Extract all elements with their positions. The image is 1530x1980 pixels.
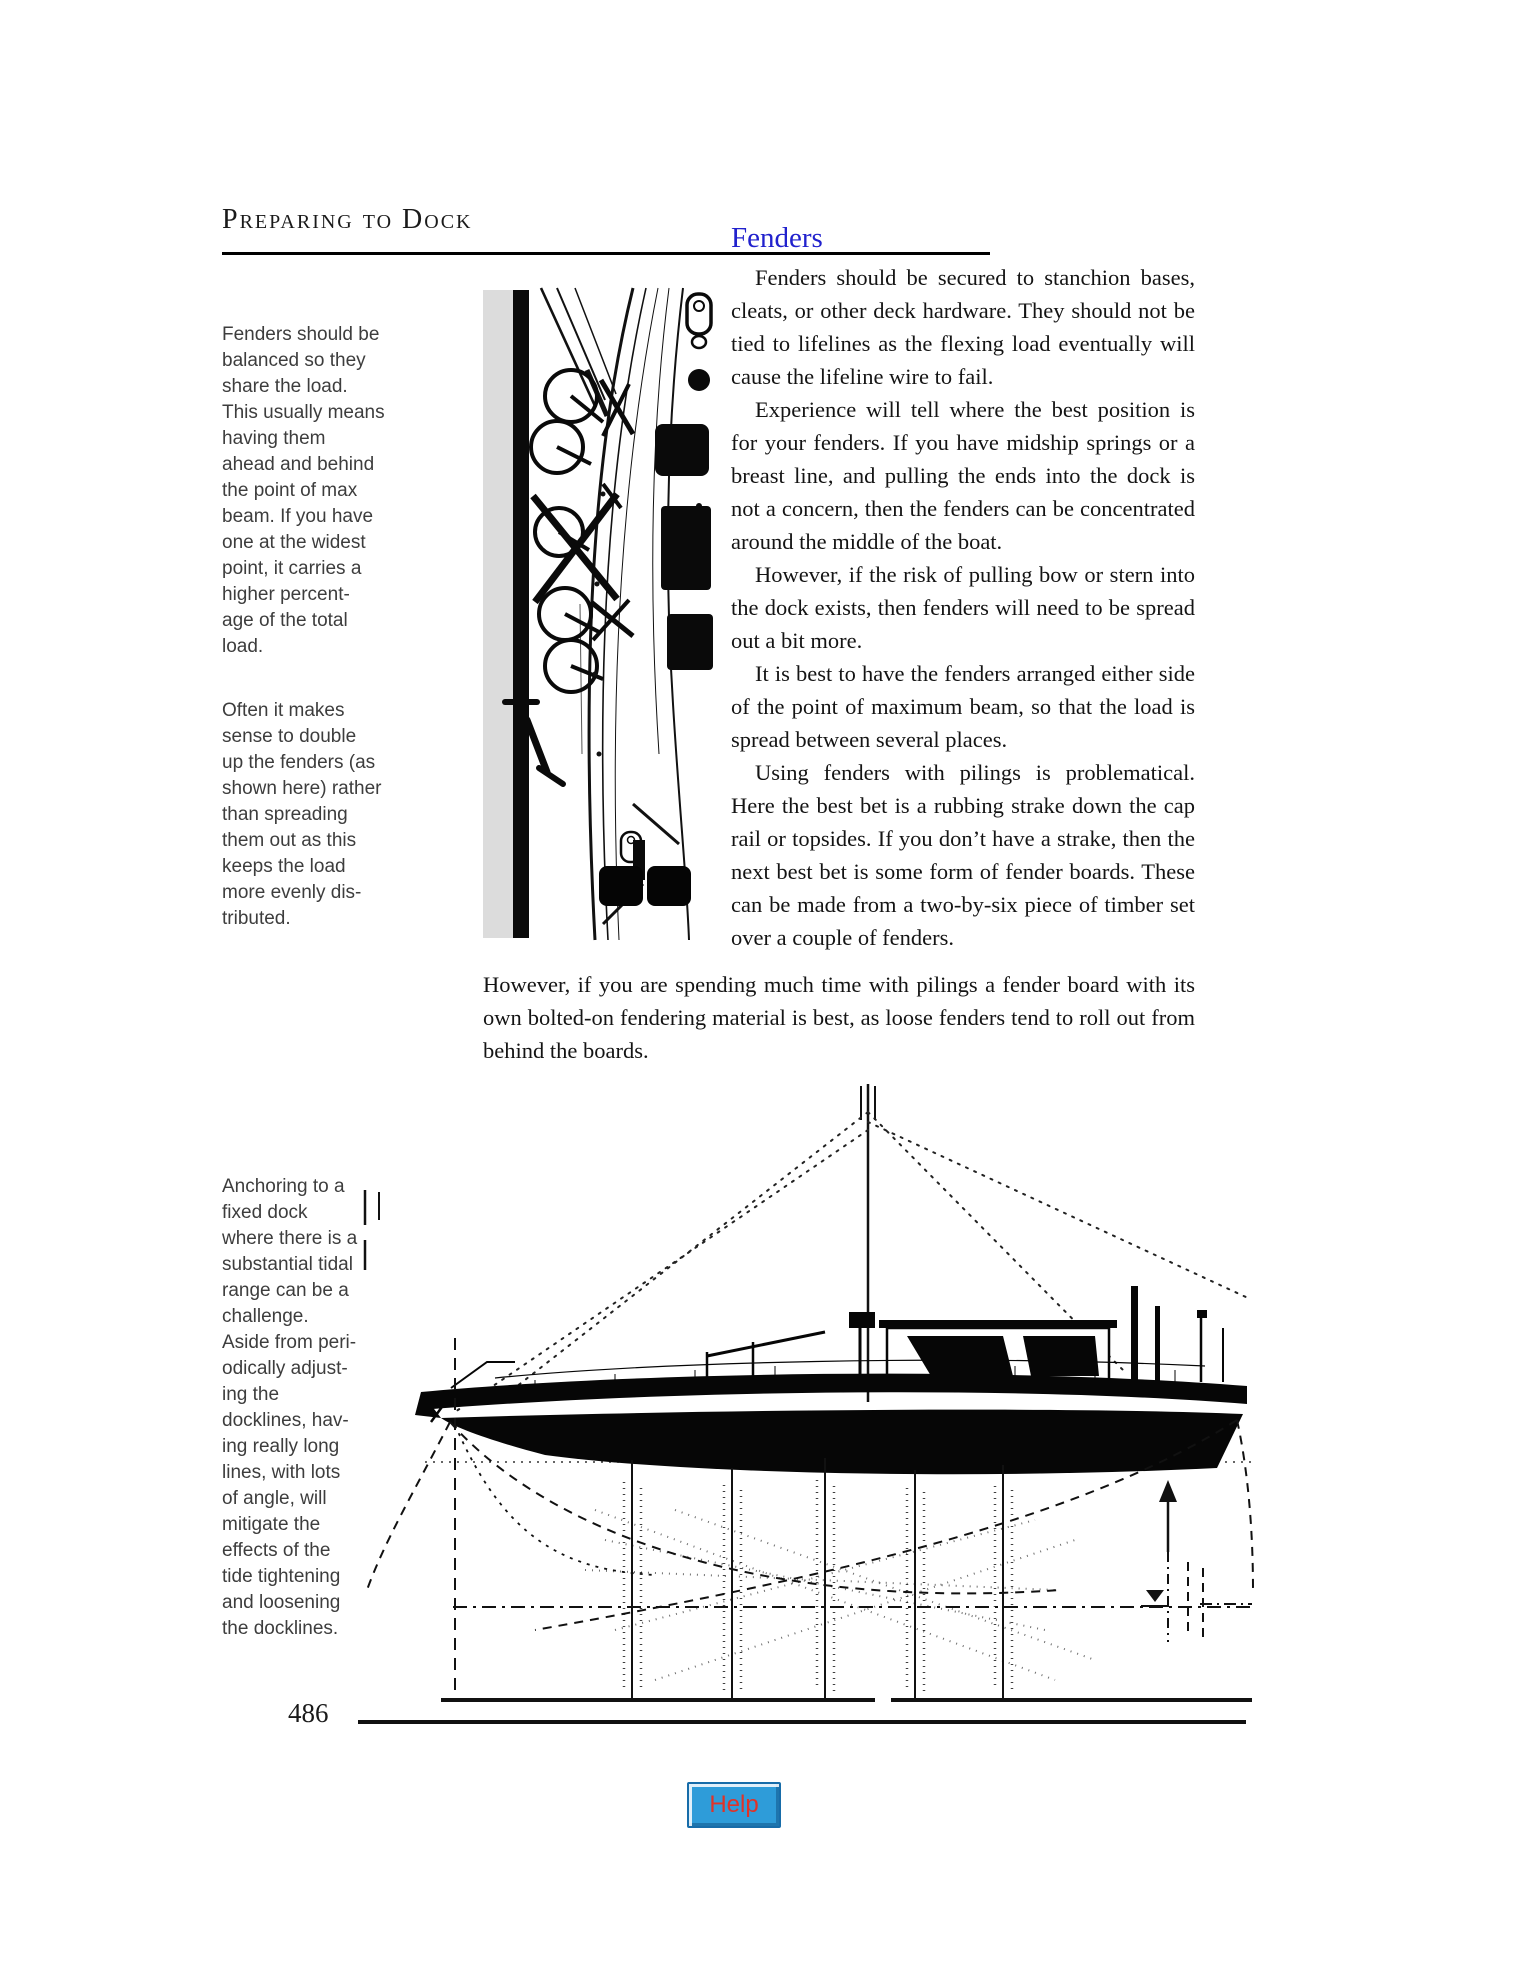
body-paragraph: Experience will tell where the best posi… xyxy=(731,397,1195,554)
body-paragraph: However, if the risk of pulling bow or s… xyxy=(731,562,1195,653)
deck-plan-figure xyxy=(483,284,715,944)
body-paragraph: Using fenders with pilings is problemati… xyxy=(731,760,1195,950)
margin-note-paragraph: Often it makes sense to double up the fe… xyxy=(222,700,382,929)
tidal-dock-figure xyxy=(355,1070,1255,1710)
fender-legend-icons xyxy=(599,292,713,906)
article-column: Fenders Fenders should be secured to sta… xyxy=(483,222,1195,1067)
section-heading: Fenders xyxy=(731,222,823,254)
left-reference-dashes xyxy=(363,1190,456,1700)
margin-note-anchoring: Anchoring to a fixed dock where there is… xyxy=(222,1148,450,1668)
hull-rail-lines xyxy=(539,287,690,941)
hull xyxy=(415,1373,1247,1475)
mast xyxy=(860,1084,876,1402)
body-paragraph: It is best to have the fenders arranged … xyxy=(731,661,1195,752)
body-paragraph: Fenders should be secured to stanchion b… xyxy=(731,265,1195,389)
help-button[interactable]: Help xyxy=(687,1782,781,1828)
tide-arrow xyxy=(1141,1480,1252,1642)
footer-rule xyxy=(358,1720,1246,1724)
page-header: Preparing to Dock xyxy=(222,204,990,255)
stipple-columns xyxy=(622,1480,1014,1692)
dock-cleat xyxy=(502,680,566,787)
margin-note-paragraph: Anchoring to a fixed dock where there is… xyxy=(222,1176,358,1639)
dock-edge xyxy=(513,290,529,938)
margin-note-paragraph: Fenders should be balanced so they share… xyxy=(222,324,385,657)
stanchion-dots xyxy=(592,491,606,757)
deck-plan-illustration xyxy=(483,287,713,941)
docklines-dashed xyxy=(366,1419,1254,1631)
sailboat-dock-illustration xyxy=(363,1084,1254,1702)
stipple-noise xyxy=(584,1509,1096,1681)
dock-strip xyxy=(483,290,513,938)
page-title: Preparing to Dock xyxy=(222,204,990,255)
cabin-structures xyxy=(429,1286,1224,1423)
page-number: 486 xyxy=(288,1698,329,1728)
margin-note-fenders: Fenders should be balanced so they share… xyxy=(222,296,450,958)
deck-hatches xyxy=(633,424,713,880)
pilings xyxy=(631,1458,1004,1698)
continuation-paragraph: However, if you are spending much time w… xyxy=(483,972,1195,1063)
rigging-dotted-lines xyxy=(454,1111,1249,1413)
help-button-label: Help xyxy=(709,1791,759,1818)
fender-pairs xyxy=(529,368,636,694)
